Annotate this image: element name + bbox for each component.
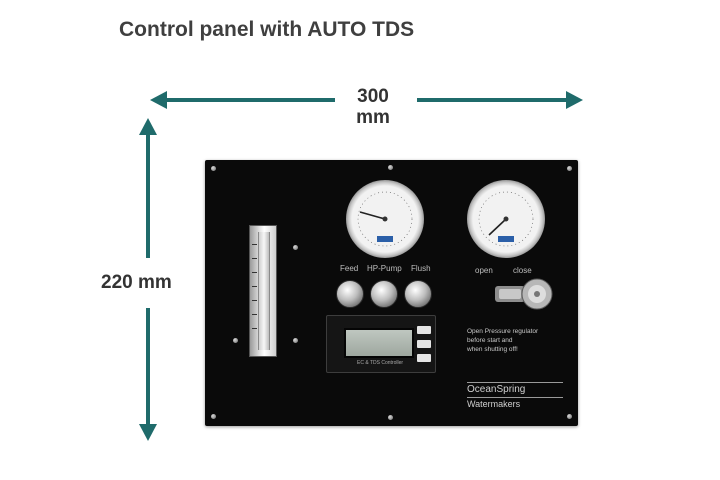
panel-screw [388, 415, 393, 420]
flowmeter-tick [252, 328, 257, 329]
pressure-regulator-valve [495, 278, 553, 310]
flowmeter-tick [252, 300, 257, 301]
knob-label-feed: Feed [340, 264, 359, 273]
height-arrow-top-head [139, 118, 157, 135]
notice-line: Open Pressure regulator [467, 328, 539, 335]
width-arrow-right-head [566, 91, 583, 109]
tds-controller: EC & TDS Controller [326, 315, 436, 373]
panel-screw [293, 245, 298, 250]
notice-line: before start and [467, 337, 513, 344]
flowmeter-tick [252, 244, 257, 245]
panel-screw [233, 338, 238, 343]
gauge-face [357, 191, 413, 247]
flowmeter-tick [252, 286, 257, 287]
panel-screw [567, 414, 572, 419]
pressure-gauge-right [467, 180, 545, 258]
regulator-notice: Open Pressure regulator before start and… [467, 327, 567, 354]
panel-screw [211, 166, 216, 171]
flowmeter-tick [252, 258, 257, 259]
controller-button [417, 354, 431, 362]
knob-label-hp-pump: HP-Pump [367, 264, 402, 273]
pressure-gauge-left [346, 180, 424, 258]
logo-text-line1: OceanSpring [467, 382, 563, 395]
knob-label-flush: Flush [411, 264, 431, 273]
height-dimension-label: 220 mm [101, 272, 172, 293]
gauge-face [478, 191, 534, 247]
height-arrow-bottom-head [139, 424, 157, 441]
controller-button [417, 326, 431, 334]
width-dimension-label: 300 mm [345, 86, 401, 128]
page-title: Control panel with AUTO TDS [119, 18, 415, 41]
width-unit: mm [356, 107, 390, 128]
flowmeter-tube [258, 232, 270, 350]
flush-valve-knob [404, 280, 432, 308]
oceanspring-logo: OceanSpring Watermakers [467, 382, 563, 410]
panel-screw [567, 166, 572, 171]
controller-caption: EC & TDS Controller [357, 360, 404, 366]
control-panel-photo: Feed HP-Pump Flush open close Open Press… [205, 160, 578, 426]
hp-pump-valve-knob [370, 280, 398, 308]
controller-button [417, 340, 431, 348]
feed-valve-knob [336, 280, 364, 308]
notice-line: when shutting off! [467, 346, 518, 353]
flowmeter-tick [252, 272, 257, 273]
panel-screw [293, 338, 298, 343]
controller-lcd-display [344, 328, 414, 358]
panel-screw [388, 165, 393, 170]
width-value: 300 [357, 86, 389, 107]
width-arrow-left-head [150, 91, 167, 109]
flowmeter-tick [252, 314, 257, 315]
flowmeter [249, 225, 277, 357]
logo-text-line2: Watermakers [467, 397, 563, 409]
valve-label-close: close [513, 266, 532, 275]
panel-screw [211, 414, 216, 419]
valve-label-open: open [475, 266, 493, 275]
